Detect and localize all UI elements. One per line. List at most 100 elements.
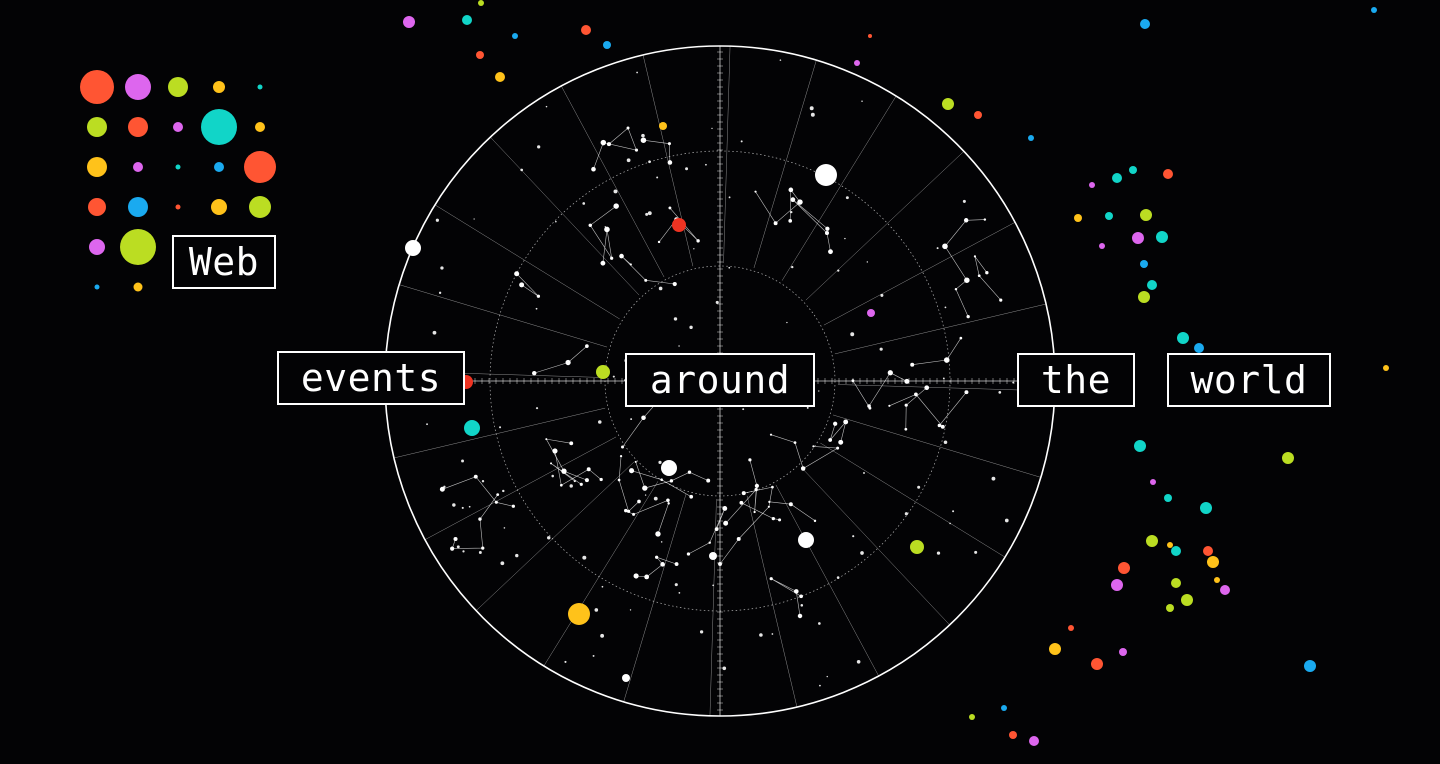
star [771, 516, 775, 521]
star [819, 684, 821, 687]
star [904, 378, 910, 384]
star [790, 210, 793, 214]
star [494, 500, 498, 504]
star [904, 427, 908, 431]
star [613, 189, 618, 194]
star [806, 406, 809, 409]
star [641, 133, 645, 138]
constellation-line [974, 256, 1002, 301]
star [818, 622, 821, 625]
chart-radial-line [832, 414, 1041, 478]
star [708, 541, 711, 544]
chart-radial-line [781, 95, 897, 281]
star [647, 211, 652, 216]
constellation-line [621, 255, 675, 285]
star [879, 347, 883, 351]
star [644, 278, 648, 282]
star [674, 562, 679, 566]
scatter-dot [1171, 578, 1181, 588]
scatter-dot [1140, 260, 1148, 268]
star [985, 271, 989, 275]
scatter-dot [1029, 736, 1039, 746]
planet-dot [464, 420, 480, 436]
star [667, 160, 673, 165]
star [668, 206, 672, 210]
star [728, 266, 731, 269]
scatter-dot [1371, 7, 1377, 13]
star [519, 282, 525, 288]
logo-dot [94, 284, 100, 290]
logo-dot [168, 77, 188, 97]
star [547, 536, 551, 540]
star [728, 196, 731, 199]
star [936, 551, 941, 555]
chart-radial-line [642, 54, 694, 267]
scatter-dot [603, 41, 611, 49]
star [461, 459, 464, 463]
star [712, 584, 714, 587]
star [599, 477, 603, 482]
chart-radial-line [753, 60, 817, 269]
star [641, 415, 646, 421]
star [619, 253, 624, 259]
scatter-dot [1194, 343, 1204, 353]
logo-dot [175, 204, 181, 210]
star [648, 160, 651, 164]
scatter-dot [969, 714, 975, 720]
logo-dot [89, 239, 105, 255]
star [612, 375, 615, 378]
star [644, 574, 650, 580]
star [952, 510, 955, 513]
star [629, 468, 635, 474]
star [917, 485, 921, 489]
star [660, 541, 663, 543]
star [610, 256, 614, 260]
scatter-dot [1089, 182, 1095, 188]
star [741, 491, 746, 496]
star [561, 468, 567, 474]
star [678, 345, 680, 347]
scatter-dot [1091, 658, 1103, 670]
star [797, 199, 803, 205]
constellation-line [545, 438, 588, 481]
logo-dot [87, 157, 107, 177]
star [769, 433, 773, 436]
star [699, 630, 704, 634]
star [473, 474, 478, 479]
star [687, 470, 692, 474]
star [914, 392, 918, 397]
scatter-dot [1203, 546, 1213, 556]
star [637, 499, 641, 504]
star [860, 551, 864, 555]
star [983, 218, 987, 221]
star [954, 287, 958, 291]
star [799, 594, 803, 599]
logo-dot [88, 198, 106, 216]
star [754, 190, 757, 193]
logo-dot [257, 84, 263, 90]
star [937, 423, 942, 428]
star [1012, 381, 1015, 384]
star [559, 483, 563, 487]
chart-radial-line [623, 493, 687, 702]
star [619, 454, 623, 458]
planet-dot [867, 309, 875, 317]
star [594, 608, 599, 612]
star [669, 479, 674, 483]
star [634, 460, 637, 463]
scatter-dot [942, 98, 954, 110]
scatter-dot [1214, 577, 1220, 583]
star [640, 137, 647, 143]
star [586, 467, 591, 472]
scatter-dot [462, 15, 472, 25]
constellation-line [829, 421, 846, 443]
star [435, 218, 439, 222]
star [438, 291, 442, 295]
star [788, 187, 794, 193]
star [791, 265, 794, 269]
star [771, 485, 774, 489]
star [790, 197, 796, 203]
star [940, 424, 945, 429]
star [739, 500, 744, 505]
star [809, 106, 814, 111]
